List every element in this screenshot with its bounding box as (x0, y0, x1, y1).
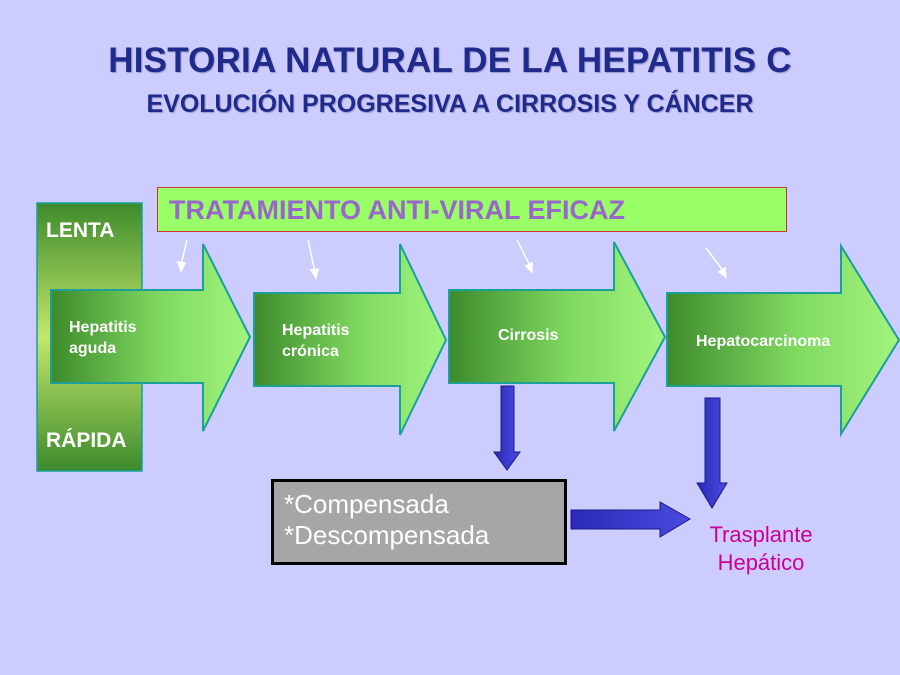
slide-title: HISTORIA NATURAL DE LA HEPATITIS C (108, 41, 792, 80)
treatment-label: TRATAMIENTO ANTI-VIRAL EFICAZ (169, 195, 625, 225)
right-arrow-to-transplant (570, 501, 691, 538)
transplant-outcome: Trasplante Hepático (680, 521, 842, 577)
slide-subtitle: EVOLUCIÓN PROGRESIVA A CIRROSIS Y CÁNCER (146, 90, 754, 118)
stage-arrow-cirrosis (448, 241, 667, 432)
state-descompensada: *Descompensada (284, 520, 490, 550)
outcome-line-1: Trasplante (709, 522, 813, 547)
stage-label-hepatocarcinoma: Hepatocarcinoma (696, 333, 831, 350)
stage-label-hepatitis-aguda: Hepatitis aguda (69, 319, 137, 357)
stage-label-hepatitis-cronica: Hepatitis crónica (282, 322, 350, 360)
outcome-line-2: Hepático (717, 550, 805, 575)
stage-arrow-hepatitis-cronica (253, 243, 448, 436)
stage-arrow-hepatitis-aguda (50, 243, 252, 432)
stage-arrow-hepatocarcinoma (666, 242, 900, 438)
down-arrow-hepatocarcinoma (696, 397, 728, 509)
state-compensada: *Compensada (284, 489, 449, 519)
treatment-banner: TRATAMIENTO ANTI-VIRAL EFICAZ (157, 187, 787, 232)
stage-label-cirrosis: Cirrosis (498, 327, 559, 344)
treatment-pointers (176, 239, 727, 280)
speed-label-slow: LENTA (46, 219, 115, 242)
cirrhosis-states-box: *Compensada *Descompensada (271, 479, 567, 565)
speed-label-fast: RÁPIDA (46, 429, 127, 452)
down-arrow-cirrosis (493, 385, 521, 471)
